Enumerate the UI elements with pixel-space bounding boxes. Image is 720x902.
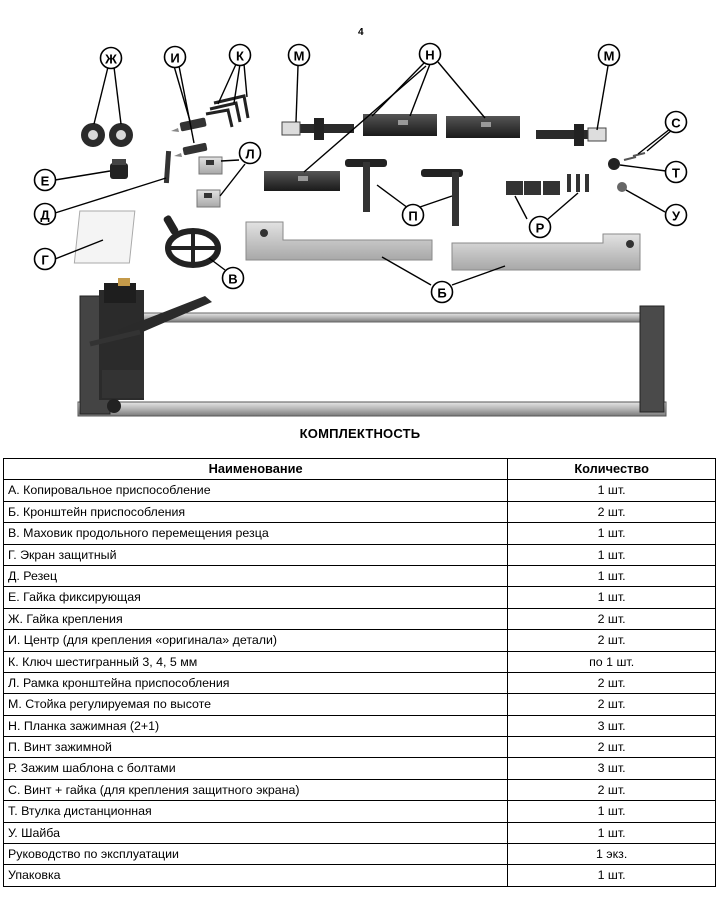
item-name: У. Шайба <box>2 821 509 845</box>
item-quantity: 1 экз. <box>507 843 716 866</box>
item-name: К. Ключ шестигранный 3, 4, 5 мм <box>2 650 509 673</box>
bracket-frame-part <box>196 156 223 208</box>
item-quantity: 2 шт. <box>507 671 716 695</box>
spacer-bushing-part <box>608 158 620 170</box>
item-name: Б. Кронштейн приспособления <box>2 500 509 524</box>
clamp-bar-part <box>264 114 520 191</box>
callout-v: В <box>228 272 237 287</box>
table-row: В. Маховик продольного перемещения резца… <box>2 522 716 545</box>
table-row: Н. Планка зажимная (2+1)3 шт. <box>2 714 716 738</box>
callout-g: Г <box>41 253 49 268</box>
callout-m-left: М <box>294 49 305 64</box>
item-quantity: 2 шт. <box>507 607 716 631</box>
callout-e: Е <box>41 174 50 189</box>
item-quantity: 1 шт. <box>507 522 716 545</box>
callout-zh: Ж <box>104 52 117 67</box>
column-header-qty: Количество <box>507 457 716 481</box>
clamping-screw-part <box>345 159 463 226</box>
locking-nut-part <box>110 159 128 179</box>
callout-n: Н <box>425 48 434 63</box>
callout-b: Б <box>437 286 446 301</box>
item-name: Упаковка <box>2 864 509 887</box>
leader-lines <box>54 61 673 286</box>
item-quantity: 2 шт. <box>507 693 716 716</box>
item-name: Л. Рамка кронштейна приспособления <box>2 671 509 695</box>
callout-u: У <box>672 209 681 224</box>
item-quantity: 3 шт. <box>507 757 716 780</box>
hex-key-part <box>205 94 250 128</box>
handwheel-part <box>163 215 221 268</box>
callout-t: Т <box>672 166 680 181</box>
item-name: Ж. Гайка крепления <box>2 607 509 631</box>
item-name: Н. Планка зажимная (2+1) <box>2 714 509 738</box>
item-name: И. Центр (для крепления «оригинала» дета… <box>2 629 509 652</box>
copying-device <box>77 278 667 417</box>
item-name: Г. Экран защитный <box>2 543 509 566</box>
item-name: П. Винт зажимной <box>2 736 509 759</box>
cutter-part <box>163 150 172 184</box>
item-name: Руководство по эксплуатации <box>2 843 509 866</box>
item-quantity: 2 шт. <box>507 778 716 802</box>
item-quantity: по 1 шт. <box>507 650 716 673</box>
figure-title: КОМПЛЕКТНОСТЬ <box>299 426 421 441</box>
item-quantity: 1 шт. <box>507 821 716 845</box>
fixture-bracket-part <box>245 221 641 271</box>
washer-part <box>617 182 627 192</box>
item-name: Д. Резец <box>2 564 509 588</box>
item-name: Р. Зажим шаблона с болтами <box>2 757 509 780</box>
item-quantity: 1 шт. <box>507 586 716 609</box>
item-quantity: 1 шт. <box>507 564 716 588</box>
item-name: А. Копировальное приспособление <box>2 479 509 502</box>
callout-m-right: М <box>604 49 615 64</box>
table-row: И. Центр (для крепления «оригинала» дета… <box>2 629 716 652</box>
table-header-row: Наименование Количество <box>2 457 716 481</box>
parts-illustration: Ж И К М Н М С Е Л Т Д П Р У Г В Б <box>33 42 688 417</box>
item-name: М. Стойка регулируемая по высоте <box>2 693 509 716</box>
template-clamp-part <box>506 174 589 195</box>
item-quantity: 1 шт. <box>507 479 716 502</box>
callout-r: Р <box>536 221 545 236</box>
item-name: В. Маховик продольного перемещения резца <box>2 522 509 545</box>
protective-screen-part <box>73 210 136 264</box>
item-name: Т. Втулка дистанционная <box>2 800 509 823</box>
parts-table: Наименование Количество А. Копировальное… <box>2 457 716 887</box>
item-quantity: 1 шт. <box>507 800 716 823</box>
table-row: С. Винт + гайка (для крепления защитного… <box>2 778 716 802</box>
height-post-part <box>281 118 607 146</box>
center-part <box>171 117 208 157</box>
page-number: 4 <box>358 27 364 38</box>
item-quantity: 3 шт. <box>507 714 716 738</box>
item-quantity: 2 шт. <box>507 736 716 759</box>
item-quantity: 2 шт. <box>507 629 716 652</box>
item-quantity: 1 шт. <box>507 543 716 566</box>
item-name: Е. Гайка фиксирующая <box>2 586 509 609</box>
callout-p: П <box>408 209 417 224</box>
callout-s: С <box>671 116 681 131</box>
callout-d: Д <box>40 208 50 223</box>
callout-i: И <box>170 51 179 66</box>
column-header-name: Наименование <box>2 457 509 481</box>
item-quantity: 2 шт. <box>507 500 716 524</box>
callout-l: Л <box>245 147 254 162</box>
fixing-nut-zh-part <box>81 123 133 147</box>
callout-k: К <box>236 49 244 64</box>
item-name: С. Винт + гайка (для крепления защитного… <box>2 778 509 802</box>
item-quantity: 1 шт. <box>507 864 716 887</box>
